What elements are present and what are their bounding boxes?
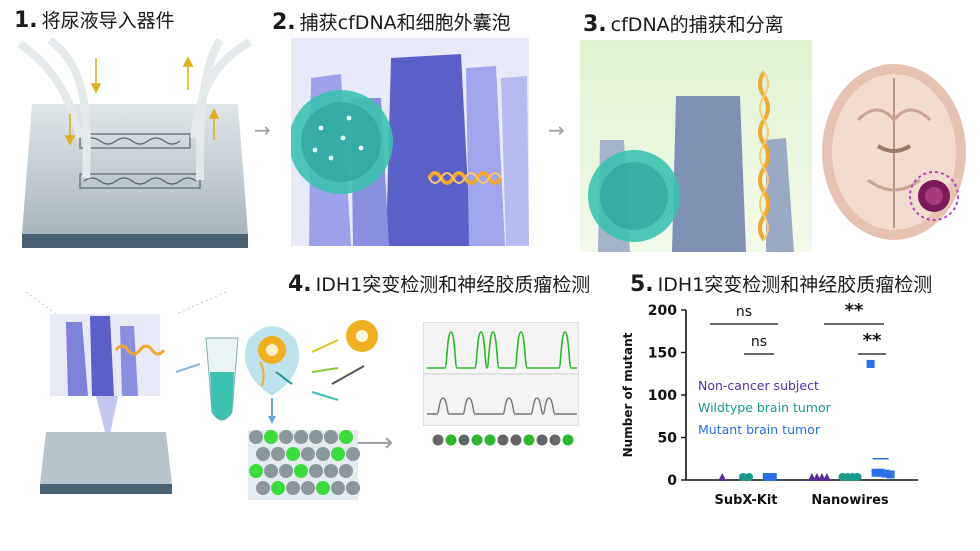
droplet-dot xyxy=(445,434,457,446)
step-label: cfDNA的捕获和分离 xyxy=(610,14,784,36)
droplet xyxy=(256,481,270,495)
data-point-circle xyxy=(853,473,862,481)
y-tick-label: 200 xyxy=(648,303,677,319)
brain-scan-illustration xyxy=(822,64,966,240)
droplet-dot xyxy=(536,434,548,446)
fluorescence-peaks-panel xyxy=(423,322,579,426)
step-label: IDH1突变检测和神经胶质瘤检测 xyxy=(315,274,591,296)
droplet xyxy=(249,430,263,444)
data-point-square xyxy=(871,468,880,477)
data-point-square xyxy=(876,468,885,477)
vesicle-capture-illustration xyxy=(291,38,529,246)
y-tick-label: 0 xyxy=(667,473,677,489)
droplet-dot xyxy=(458,434,470,446)
legend-entry: Wildtype brain tumor xyxy=(698,400,832,415)
droplet xyxy=(264,430,278,444)
legend-entry: Mutant brain tumor xyxy=(698,422,821,437)
droplet xyxy=(331,447,345,461)
green-peak-trace xyxy=(427,331,577,369)
droplet xyxy=(316,481,330,495)
data-point-square xyxy=(762,473,771,481)
droplet xyxy=(346,481,360,495)
droplet xyxy=(249,464,263,478)
droplet xyxy=(279,464,293,478)
data-point-triangle xyxy=(718,473,727,481)
x-category-label: SubX-Kit xyxy=(714,493,777,508)
droplet-readout-row xyxy=(432,434,574,446)
arrow-right-icon: → xyxy=(548,118,565,142)
droplet xyxy=(294,430,308,444)
step-label: 捕获cfDNA和细胞外囊泡 xyxy=(299,12,511,34)
data-point-square xyxy=(768,473,777,481)
droplet-dot xyxy=(510,434,522,446)
droplet xyxy=(279,430,293,444)
step-3-title: 3.cfDNA的捕获和分离 xyxy=(583,10,784,37)
significance-label: ** xyxy=(845,300,864,321)
droplet xyxy=(286,481,300,495)
droplet xyxy=(309,430,323,444)
gray-peak-trace xyxy=(427,397,577,415)
droplet-dot xyxy=(484,434,496,446)
droplet-dot xyxy=(549,434,561,446)
x-category-label: Nanowires xyxy=(811,493,889,508)
droplet xyxy=(339,430,353,444)
droplet-dot xyxy=(471,434,483,446)
data-point-circle xyxy=(745,473,753,481)
data-point-square xyxy=(881,469,890,478)
droplet-dot xyxy=(432,434,444,446)
legend-entry: Non-cancer subject xyxy=(698,378,819,393)
droplet xyxy=(301,481,315,495)
droplet xyxy=(294,464,308,478)
droplet xyxy=(324,430,338,444)
device-illustration xyxy=(17,36,252,248)
droplet xyxy=(324,464,338,478)
droplet-dot xyxy=(497,434,509,446)
y-tick-label: 100 xyxy=(648,388,677,404)
significance-label: ns xyxy=(751,334,767,350)
droplet-dot xyxy=(523,434,535,446)
y-tick-label: 50 xyxy=(658,431,678,447)
droplet xyxy=(309,464,323,478)
cfdna-capture-illustration xyxy=(580,40,812,252)
flow-arrow-icon xyxy=(64,56,220,146)
droplet xyxy=(271,481,285,495)
step-5-title: 5.IDH1突变检测和神经胶质瘤检测 xyxy=(630,270,932,297)
y-tick-label: 150 xyxy=(648,346,677,362)
step-4-title: 4.IDH1突变检测和神经胶质瘤检测 xyxy=(288,270,590,297)
droplet-dot xyxy=(562,434,574,446)
droplet xyxy=(301,447,315,461)
data-point-triangle xyxy=(822,473,831,481)
data-point-square xyxy=(866,359,875,368)
step-label: 将尿液导入器件 xyxy=(41,10,175,32)
step-label: IDH1突变检测和神经胶质瘤检测 xyxy=(657,274,933,296)
step-2-title: 2.捕获cfDNA和细胞外囊泡 xyxy=(272,8,511,35)
y-axis-label: Number of mutant xyxy=(621,332,635,457)
step-number: 5. xyxy=(630,272,654,297)
droplet xyxy=(331,481,345,495)
step-number: 4. xyxy=(288,272,312,297)
droplet xyxy=(286,447,300,461)
step-number: 1. xyxy=(14,8,38,33)
significance-label: ** xyxy=(863,330,882,351)
droplet xyxy=(264,464,278,478)
arrow-right-icon: → xyxy=(254,118,271,142)
data-point-circle xyxy=(739,473,747,481)
droplet xyxy=(339,464,353,478)
arrow-right-icon: ⟶ xyxy=(356,428,394,458)
step-1-title: 1.将尿液导入器件 xyxy=(14,6,175,33)
step-number: 2. xyxy=(272,10,296,35)
step-number: 3. xyxy=(583,12,607,37)
droplet xyxy=(316,447,330,461)
droplet xyxy=(346,447,360,461)
droplet xyxy=(256,447,270,461)
droplet xyxy=(271,447,285,461)
significance-label: ns xyxy=(736,304,752,320)
data-point-square xyxy=(886,470,895,479)
droplet-grid xyxy=(249,430,360,495)
